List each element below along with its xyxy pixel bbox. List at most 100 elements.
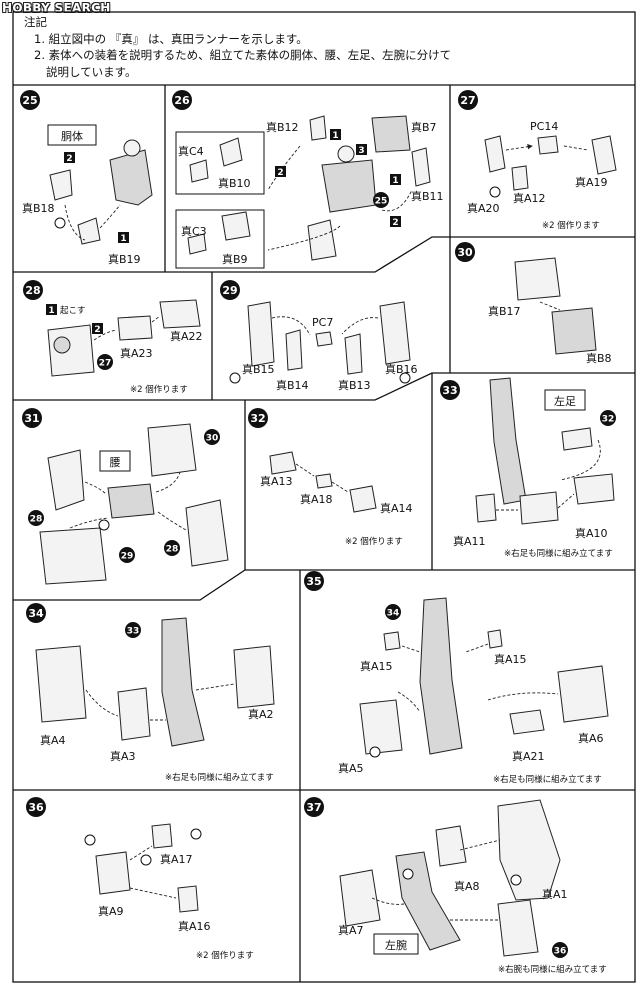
svg-text:29: 29 — [222, 284, 237, 297]
step-35: 35 34 真A15 真A15 真A5 真A21 真A6 ※右足も同様に組み立て… — [304, 571, 609, 785]
step-28-instruction: 起こす — [60, 306, 85, 316]
label-b17: 真B17 — [488, 304, 521, 318]
svg-text:36: 36 — [554, 947, 567, 957]
step-37: 37 左腕 真A8 真A1 真A7 36 ※右腕も同様に組み立てます — [304, 797, 607, 975]
step-37-box-label: 左腕 — [385, 938, 407, 952]
label-a15-right: 真A15 — [494, 652, 527, 666]
svg-text:28: 28 — [25, 284, 40, 297]
label-a18: 真A18 — [300, 492, 333, 506]
label-a19: 真A19 — [575, 175, 608, 189]
label-a8: 真A8 — [454, 879, 480, 893]
svg-text:2: 2 — [392, 218, 398, 228]
label-b8: 真B8 — [586, 351, 612, 365]
svg-text:36: 36 — [28, 801, 44, 814]
step-36: 36 真A17 真A9 真A16 ※2 個作ります — [26, 797, 254, 961]
step-32-note: ※2 個作ります — [345, 536, 403, 547]
step-36-badge: 36 — [26, 797, 46, 817]
step-34-badge: 34 — [26, 603, 46, 623]
label-a2: 真A2 — [248, 707, 274, 721]
part-b18-shape — [49, 169, 73, 201]
label-a3: 真A3 — [110, 749, 136, 763]
panel-borders — [12, 11, 636, 983]
svg-text:1: 1 — [332, 131, 338, 141]
step-36-note: ※2 個作ります — [196, 950, 254, 961]
step-27-badge: 27 — [458, 90, 478, 110]
step-30-badge: 30 — [455, 242, 475, 262]
label-a12: 真A12 — [513, 191, 546, 205]
label-b16: 真B16 — [385, 362, 418, 376]
label-a5: 真A5 — [338, 761, 364, 775]
step-32-badge: 32 — [248, 408, 268, 428]
svg-text:2: 2 — [66, 154, 72, 164]
label-a16: 真A16 — [178, 919, 211, 933]
notes-block: 注記 1. 組立図中の 『真』 は、真田ランナーを示します。 2. 素体への装着… — [24, 14, 451, 80]
svg-text:1: 1 — [48, 306, 54, 316]
svg-text:35: 35 — [306, 575, 321, 588]
label-b9: 真B9 — [222, 252, 248, 266]
label-b13: 真B13 — [338, 378, 371, 392]
step-25-box — [47, 124, 97, 146]
step-26-badge: 26 — [172, 90, 192, 110]
svg-text:2: 2 — [277, 168, 283, 178]
step-28-badge: 28 — [23, 280, 43, 300]
svg-text:25: 25 — [375, 197, 388, 207]
svg-text:30: 30 — [457, 246, 473, 259]
torso-part — [109, 149, 153, 206]
step-30: 30 真B17 真B8 — [455, 242, 612, 365]
label-a9: 真A9 — [98, 904, 124, 918]
label-a6: 真A6 — [578, 731, 604, 745]
step-28: 28 1 起こす 2 真A22 真A23 27 ※2 個作ります — [23, 280, 203, 395]
svg-text:1: 1 — [392, 176, 398, 186]
label-a23: 真A23 — [120, 346, 153, 360]
svg-text:32: 32 — [602, 415, 615, 425]
step-27: 27 PC14 真A20 真A12 真A19 ※2 個作ります — [458, 90, 617, 231]
label-a17: 真A17 — [160, 852, 193, 866]
step-27-note: ※2 個作ります — [542, 220, 600, 231]
label-a13: 真A13 — [260, 474, 293, 488]
notes-line-1: 1. 組立図中の 『真』 は、真田ランナーを示します。 — [34, 31, 308, 46]
part-b19-shape — [77, 217, 101, 245]
label-pc14: PC14 — [530, 120, 558, 133]
svg-text:30: 30 — [206, 434, 219, 444]
step-28-note: ※2 個作ります — [130, 384, 188, 395]
step-25-badge: 25 — [20, 90, 40, 110]
label-a14: 真A14 — [380, 501, 413, 515]
label-a22: 真A22 — [170, 329, 203, 343]
step-33-box-label: 左足 — [554, 395, 576, 408]
svg-text:3: 3 — [358, 146, 364, 156]
label-c3: 真C3 — [181, 224, 207, 238]
svg-text:29: 29 — [121, 552, 134, 562]
step-37-badge: 37 — [304, 797, 324, 817]
svg-text:27: 27 — [99, 359, 112, 369]
step-32: 32 真A13 真A18 真A14 ※2 個作ります — [248, 408, 413, 547]
step-33-badge: 33 — [440, 380, 460, 400]
svg-text:34: 34 — [387, 609, 400, 619]
svg-text:33: 33 — [442, 384, 457, 397]
torso-neck — [123, 139, 141, 157]
step-34-note: ※右足も同様に組み立てます — [165, 772, 274, 783]
svg-text:34: 34 — [28, 607, 44, 620]
label-pc7: PC7 — [312, 316, 333, 329]
step-31-box-label: 腰 — [110, 456, 121, 469]
step-25: 25 胴体 真B18 真B19 2 1 — [20, 90, 153, 266]
svg-text:28: 28 — [166, 545, 179, 555]
svg-text:1: 1 — [120, 234, 126, 244]
step-25-box-label: 胴体 — [61, 129, 83, 143]
step-33-note: ※右足も同様に組み立てます — [504, 548, 613, 559]
step-37-note: ※右腕も同様に組み立てます — [498, 964, 607, 975]
label-a11: 真A11 — [453, 534, 486, 548]
svg-text:28: 28 — [30, 515, 43, 525]
label-b11: 真B11 — [411, 189, 444, 203]
svg-text:27: 27 — [460, 94, 475, 107]
step-26: 26 真C4 真B10 真C3 真B9 真B12 真B7 真B11 1 2 3 … — [172, 90, 444, 269]
notes-heading: 注記 — [24, 15, 47, 29]
label-c4: 真C4 — [178, 144, 204, 158]
label-a15-left: 真A15 — [360, 659, 393, 673]
label-a7: 真A7 — [338, 923, 364, 937]
step-33: 33 左足 32 真A11 真A10 ※右足も同様に組み立てます — [440, 377, 616, 559]
step-31-badge: 31 — [22, 408, 42, 428]
step-29-badge: 29 — [220, 280, 240, 300]
label-b19: 真B19 — [108, 252, 141, 266]
svg-text:2: 2 — [94, 325, 100, 335]
notes-line-3: 説明しています。 — [46, 64, 137, 79]
